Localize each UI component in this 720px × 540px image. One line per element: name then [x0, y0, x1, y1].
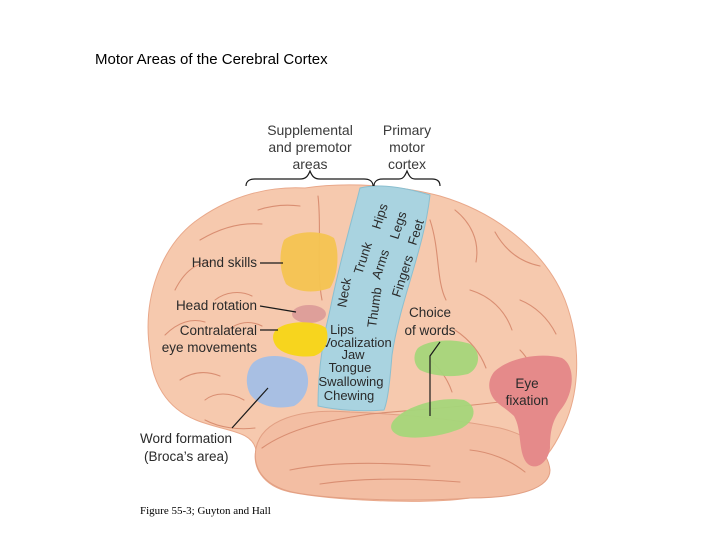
temporal-lobe	[254, 410, 551, 501]
figure-caption: Figure 55-3; Guyton and Hall	[140, 505, 271, 517]
choice-of-words-area-lower	[391, 399, 474, 438]
strip-label-thumb: Thumb	[364, 286, 384, 328]
gyrus-lines	[164, 195, 557, 485]
label-primary-line2: motor	[389, 139, 425, 155]
leader-broca	[231, 387, 269, 429]
strip-label-jaw: Jaw	[341, 347, 365, 362]
label-supplemental-line2: and premotor	[268, 139, 352, 155]
hand-skills-area	[280, 232, 338, 292]
top-brackets	[245, 169, 441, 187]
leader-choice-of-words	[429, 341, 441, 416]
label-supplemental-premotor: Supplemental and premotor areas	[267, 122, 353, 172]
strip-label-neck: Neck	[334, 276, 354, 308]
leader-head-rotation	[259, 305, 297, 313]
primary-motor-strip	[317, 185, 431, 412]
label-supplemental-line3: areas	[292, 156, 327, 172]
label-contralateral-line2: eye movements	[162, 340, 258, 355]
choice-of-words-area-upper	[414, 340, 479, 377]
label-word-formation-line1: Word formation	[140, 431, 232, 446]
label-primary-line1: Primary	[383, 122, 431, 138]
label-head-rotation: Head rotation	[176, 298, 257, 313]
label-primary-line3: cortex	[388, 156, 426, 172]
label-choice-line2: of words	[404, 323, 455, 338]
label-choice-line1: Choice	[409, 305, 451, 320]
label-eye-line1: Eye	[515, 376, 538, 391]
label-contralateral-line1: Contralateral	[180, 323, 257, 338]
label-eye-line2: fixation	[506, 393, 549, 408]
strip-label-swallowing: Swallowing	[318, 374, 383, 389]
eye-movements-area	[273, 322, 328, 357]
broca-area	[246, 355, 309, 408]
label-supplemental-line1: Supplemental	[267, 122, 353, 138]
strip-label-chewing: Chewing	[324, 388, 375, 403]
label-word-formation-line2: (Broca’s area)	[144, 449, 229, 464]
strip-label-vocalization: Vocalization	[322, 335, 391, 350]
head-rotation-area	[292, 305, 326, 323]
slide-title: Motor Areas of the Cerebral Cortex	[95, 51, 328, 68]
label-primary-motor-cortex: Primary motor cortex	[383, 122, 431, 172]
strip-label-lips: Lips	[330, 322, 354, 337]
strip-label-tongue: Tongue	[329, 360, 372, 375]
motor-strip-lower-labels: Lips Vocalization Jaw Tongue Swallowing …	[318, 322, 391, 403]
label-hand-skills: Hand skills	[192, 255, 258, 270]
eye-fixation-area	[489, 355, 572, 467]
